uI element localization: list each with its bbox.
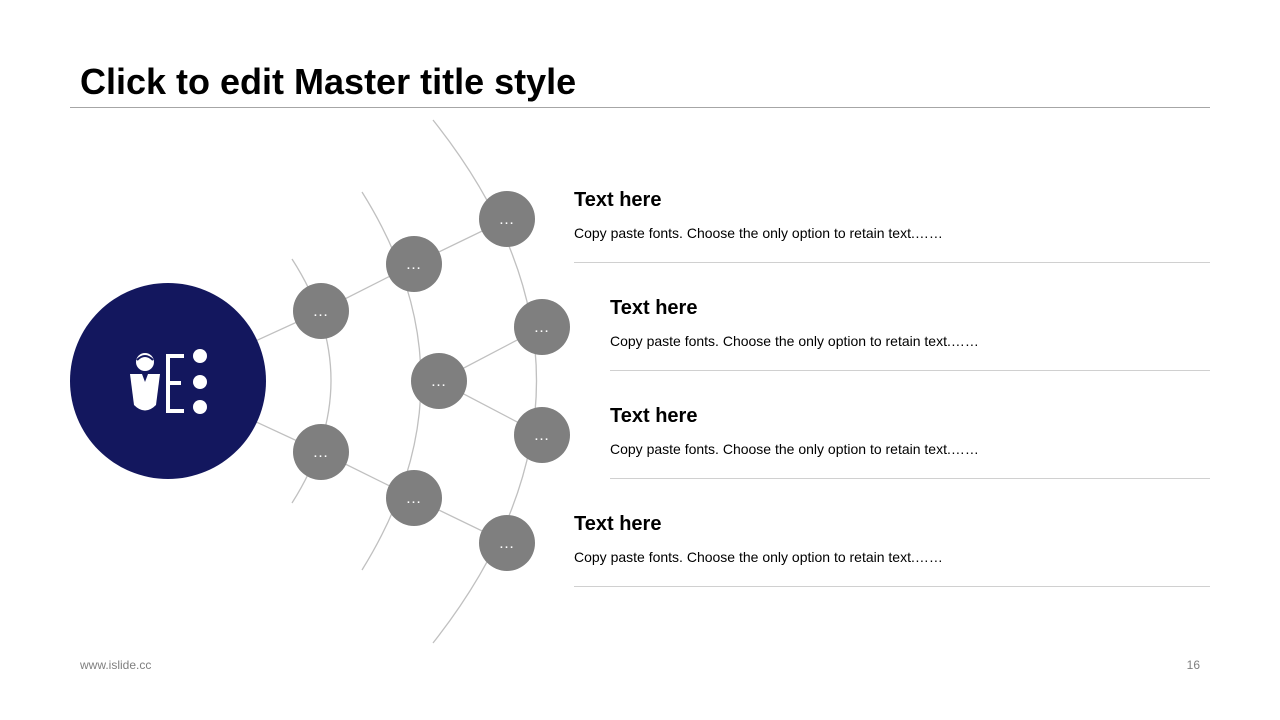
diagram-node[interactable]: …: [411, 353, 467, 409]
diagram-node[interactable]: …: [293, 283, 349, 339]
list-dot: [193, 375, 207, 389]
diagram-node[interactable]: …: [514, 299, 570, 355]
diagram-node[interactable]: …: [386, 236, 442, 292]
diagram-node[interactable]: …: [386, 470, 442, 526]
page-number: 16: [1186, 658, 1200, 672]
node-label: …: [406, 256, 423, 273]
diagram-node[interactable]: …: [293, 424, 349, 480]
list-dot: [193, 400, 207, 414]
person-with-list-icon: [130, 349, 207, 414]
item-heading[interactable]: Text here: [610, 297, 698, 319]
arc-outer: [432, 119, 537, 644]
item-text[interactable]: Copy paste fonts. Choose the only option…: [610, 441, 979, 457]
node-label: …: [499, 535, 516, 552]
node-layer: … … … … … … … …: [293, 191, 570, 571]
text-item-2: Text here Copy paste fonts. Choose the o…: [610, 296, 1210, 371]
item-divider: [610, 478, 1210, 479]
node-label: …: [431, 373, 448, 390]
list-dot: [193, 349, 207, 363]
diagram-node[interactable]: …: [479, 191, 535, 247]
text-item-3: Text here Copy paste fonts. Choose the o…: [610, 404, 1210, 479]
text-item-4: Text here Copy paste fonts. Choose the o…: [574, 512, 1210, 587]
item-divider: [574, 586, 1210, 587]
node-label: …: [499, 211, 516, 228]
slide-title[interactable]: Click to edit Master title style: [80, 61, 577, 102]
node-label: …: [534, 319, 551, 336]
item-text[interactable]: Copy paste fonts. Choose the only option…: [574, 549, 943, 565]
node-label: …: [313, 303, 330, 320]
person-body: [130, 374, 160, 411]
footer-url: www.islide.cc: [80, 658, 152, 672]
node-label: …: [406, 490, 423, 507]
item-divider: [574, 262, 1210, 263]
item-heading[interactable]: Text here: [574, 189, 662, 211]
item-heading[interactable]: Text here: [610, 405, 698, 427]
item-divider: [610, 370, 1210, 371]
text-item-1: Text here Copy paste fonts. Choose the o…: [574, 188, 1210, 263]
diagram-node[interactable]: …: [479, 515, 535, 571]
node-label: …: [313, 444, 330, 461]
title-divider: [70, 107, 1210, 108]
item-heading[interactable]: Text here: [574, 513, 662, 535]
node-label: …: [534, 427, 551, 444]
item-text[interactable]: Copy paste fonts. Choose the only option…: [574, 225, 943, 241]
diagram-node[interactable]: …: [514, 407, 570, 463]
item-text[interactable]: Copy paste fonts. Choose the only option…: [610, 333, 979, 349]
list-bracket: [166, 354, 184, 413]
